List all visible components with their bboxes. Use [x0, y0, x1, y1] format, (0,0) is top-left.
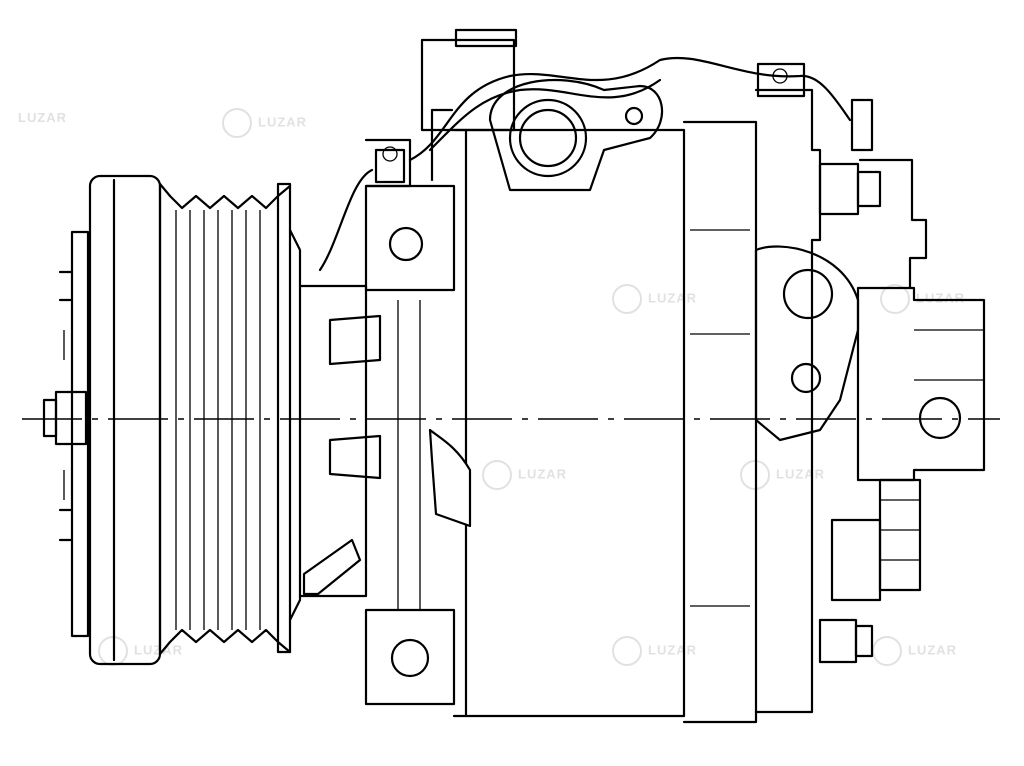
rear-port-block	[754, 245, 860, 442]
rear-mount-ear	[856, 286, 986, 482]
front-housing	[298, 284, 382, 598]
mount-ear-top	[364, 138, 456, 292]
hex-bolt-bottom	[818, 618, 874, 664]
top-port-boss	[488, 78, 664, 192]
main-body	[397, 128, 686, 718]
watermark-logo: LUZAR	[18, 110, 68, 125]
control-valve	[830, 478, 922, 602]
mount-ear-bottom	[364, 608, 456, 706]
hex-bolt-top	[818, 98, 928, 290]
watermark-logo: LUZAR	[482, 460, 567, 490]
rear-housing	[682, 62, 822, 724]
clutch-plate	[42, 230, 90, 638]
watermark-logo: LUZAR	[222, 108, 307, 138]
watermark-logo: LUZAR	[880, 284, 965, 314]
pulley	[88, 174, 302, 666]
